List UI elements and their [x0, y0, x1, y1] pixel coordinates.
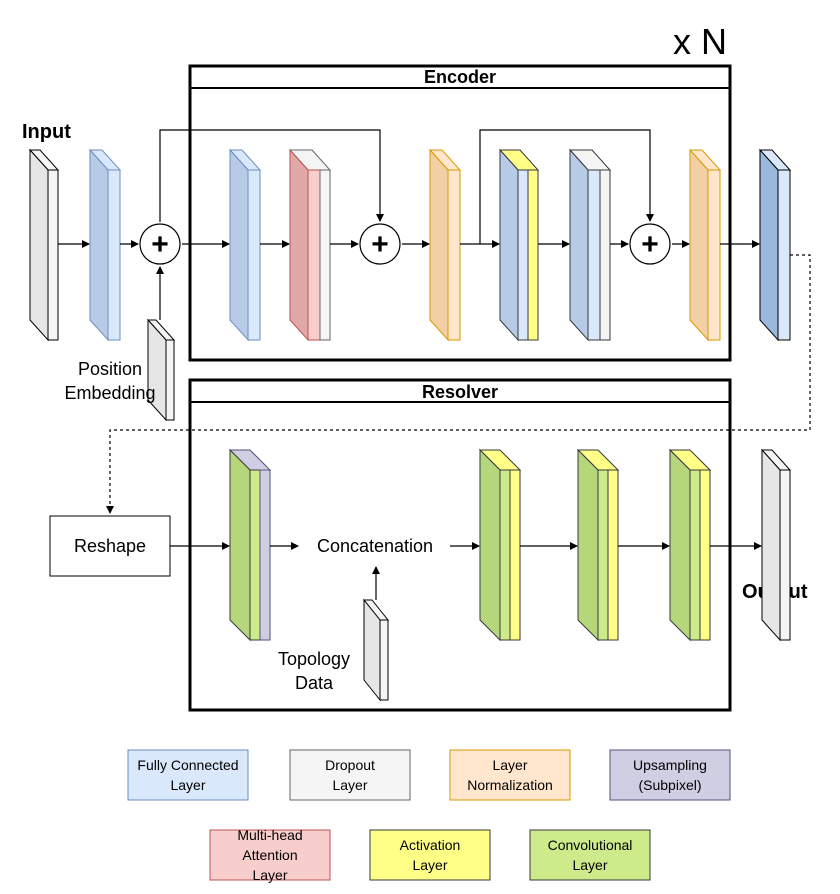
resolver-conv-upsampling-layer	[228, 448, 272, 642]
position-label-line2: Embedding	[64, 383, 155, 403]
legend-layer-normalization: Layer Normalization	[449, 749, 571, 801]
svg-text:Convolutional: Convolutional	[548, 837, 633, 853]
connector-lines	[58, 129, 811, 600]
encoder-feedforward-dropout-layer	[568, 148, 612, 342]
legend-attention: Multi-head Attention Layer	[209, 827, 331, 883]
svg-text:Layer: Layer	[170, 777, 205, 793]
svg-text:Attention: Attention	[242, 847, 297, 863]
legend-upsampling: Upsampling (Subpixel)	[609, 749, 731, 801]
concatenation-label: Concatenation	[317, 536, 433, 556]
position-label-line1: Position	[78, 359, 142, 379]
svg-text:Layer: Layer	[492, 757, 527, 773]
repeat-count-label: x N	[673, 21, 727, 62]
svg-text:Multi-head: Multi-head	[237, 827, 302, 843]
add-node-3: +	[629, 223, 671, 265]
add-node-1: +	[139, 223, 181, 265]
legend-activation: Activation Layer	[369, 829, 491, 881]
resolver-conv-activation-layer-3	[668, 448, 712, 642]
encoder-title: Encoder	[424, 67, 496, 87]
svg-text:Layer: Layer	[252, 867, 287, 883]
resolver-conv-activation-layer-1	[478, 448, 522, 642]
legend: Fully Connected Layer Dropout Layer Laye…	[127, 749, 731, 883]
legend-convolutional: Convolutional Layer	[529, 829, 651, 881]
svg-text:Upsampling: Upsampling	[633, 757, 707, 773]
svg-text:Layer: Layer	[572, 857, 607, 873]
svg-text:Fully Connected: Fully Connected	[137, 757, 238, 773]
encoder-attention-layer	[288, 148, 332, 342]
resolver-block: Resolver	[188, 378, 732, 712]
svg-text:Activation: Activation	[400, 837, 461, 853]
encoder-layer-norm-1	[428, 148, 462, 342]
encoder-layer-norm-2	[688, 148, 722, 342]
svg-text:Layer: Layer	[412, 857, 447, 873]
topology-label-line1: Topology	[278, 649, 350, 669]
plus-symbol: +	[371, 228, 389, 261]
reshape-node: Reshape	[49, 515, 171, 577]
plus-symbol: +	[641, 228, 659, 261]
output-fully-connected-layer	[758, 148, 792, 342]
svg-text:Layer: Layer	[332, 777, 367, 793]
topology-label-line2: Data	[295, 673, 334, 693]
plus-symbol: +	[151, 228, 169, 261]
resolver-title: Resolver	[422, 382, 498, 402]
topology-data-layer	[362, 598, 390, 702]
encoder-block: Encoder	[188, 64, 732, 362]
svg-text:(Subpixel): (Subpixel)	[638, 777, 701, 793]
encoder-fully-connected-layer	[228, 148, 262, 342]
input-layer	[28, 148, 60, 342]
svg-text:Dropout: Dropout	[325, 757, 375, 773]
legend-fully-connected: Fully Connected Layer	[127, 749, 249, 801]
reshape-label: Reshape	[74, 536, 146, 556]
svg-text:Normalization: Normalization	[467, 777, 553, 793]
add-node-2: +	[359, 223, 401, 265]
input-label: Input	[22, 121, 71, 143]
position-embedding-layer	[146, 318, 176, 422]
embedding-fully-connected-layer	[88, 148, 122, 342]
output-layer	[760, 448, 792, 642]
resolver-conv-activation-layer-2	[576, 448, 620, 642]
encoder-feedforward-activation-layer	[498, 148, 540, 342]
legend-dropout: Dropout Layer	[289, 749, 411, 801]
